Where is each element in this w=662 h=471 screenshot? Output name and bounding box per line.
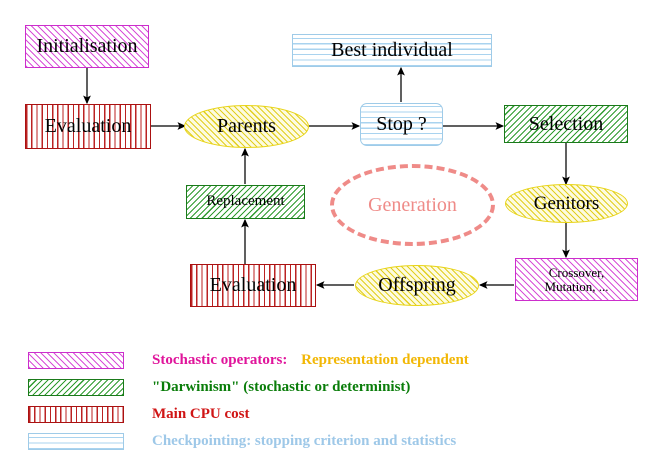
node-generation-label: Generation <box>368 193 457 216</box>
legend-swatch-magenta-hatch <box>28 351 124 369</box>
node-parents-label: Parents <box>217 115 276 137</box>
node-evaluation-bottom-label: Evaluation <box>209 274 297 296</box>
legend-swatch-blue-hatch <box>28 432 124 450</box>
legend-swatch-green-hatch <box>28 378 124 396</box>
legend-text-secondary-0: Representation dependent <box>301 351 469 368</box>
node-evaluation-bottom[interactable]: Evaluation <box>190 264 316 307</box>
node-crossover-label-line1: Crossover, <box>548 264 605 280</box>
node-evaluation-top[interactable]: Evaluation <box>25 104 151 149</box>
node-parents[interactable]: Parents <box>184 105 309 148</box>
legend-row-darwinism: "Darwinism" (stochastic or determinist) <box>28 376 410 398</box>
node-stop[interactable]: Stop ? <box>360 103 443 146</box>
legend-text-primary-2: Main CPU cost <box>152 405 250 422</box>
node-initialisation-label: Initialisation <box>36 35 138 57</box>
node-evaluation-top-label: Evaluation <box>44 115 132 137</box>
node-stop-label: Stop ? <box>376 113 427 135</box>
legend-label-main-cpu-cost: Main CPU cost <box>152 406 250 423</box>
legend-row-checkpointing: Checkpointing: stopping criterion and st… <box>28 430 456 452</box>
legend-text-primary-0: Stochastic operators: <box>152 351 288 368</box>
node-genitors[interactable]: Genitors <box>505 184 628 223</box>
node-replacement-label: Replacement <box>206 193 285 210</box>
legend-label-stochastic-operators: Stochastic operators: Representation dep… <box>152 352 469 369</box>
legend-label-darwinism: "Darwinism" (stochastic or determinist) <box>152 379 410 396</box>
legend-text-primary-1: "Darwinism" (stochastic or determinist) <box>152 378 411 395</box>
legend-row-stochastic-operators: Stochastic operators: Representation dep… <box>28 349 469 371</box>
legend-text-primary-3: Checkpointing: stopping criterion and st… <box>152 432 457 449</box>
node-best-individual[interactable]: Best individual <box>292 34 492 67</box>
legend-label-checkpointing: Checkpointing: stopping criterion and st… <box>152 433 456 450</box>
node-crossover-mutation[interactable]: Crossover, Mutation, ... <box>515 258 638 301</box>
node-selection[interactable]: Selection <box>504 105 628 143</box>
node-generation: Generation <box>330 164 495 246</box>
node-offspring-label: Offspring <box>378 274 456 296</box>
node-crossover-label-line2: Mutation, ... <box>544 278 609 294</box>
node-initialisation[interactable]: Initialisation <box>25 25 149 68</box>
node-best-individual-label: Best individual <box>331 39 453 61</box>
node-replacement[interactable]: Replacement <box>186 185 305 219</box>
node-genitors-label: Genitors <box>533 192 600 214</box>
legend-swatch-red-hatch <box>28 405 124 423</box>
legend: Stochastic operators: Representation dep… <box>0 340 662 471</box>
node-offspring[interactable]: Offspring <box>355 265 479 306</box>
node-selection-label: Selection <box>528 112 604 135</box>
legend-row-main-cpu-cost: Main CPU cost <box>28 403 250 425</box>
